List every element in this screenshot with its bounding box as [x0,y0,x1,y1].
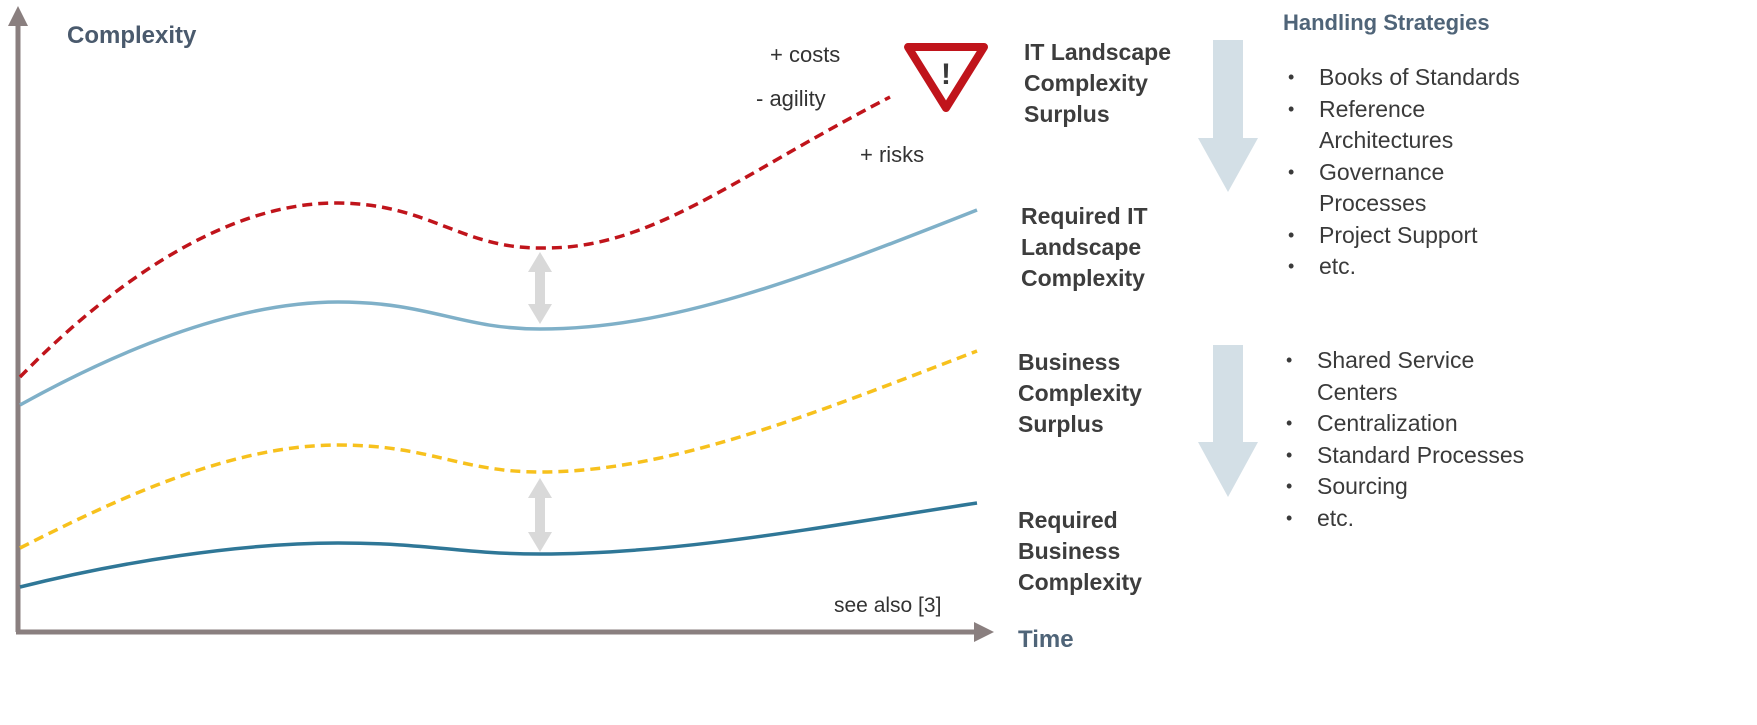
agility-annotation: - agility [756,86,826,111]
it-required-label: Required IT Landscape Complexity [1021,203,1148,291]
risks-annotation: + risks [860,142,925,167]
it-strategies-list: Books of Standards Reference Architectur… [1284,62,1554,283]
business-required-label: Required Business Complexity [1018,507,1142,595]
business-strategies-list: Shared Service Centers Centralization St… [1282,345,1582,534]
it-strategy-arrow [1198,40,1258,192]
y-axis-arrowhead [8,6,28,26]
list-item: etc. [1284,251,1554,283]
list-item: Standard Processes [1282,440,1582,472]
list-item: Shared Service Centers [1282,345,1507,408]
x-axis-arrowhead [974,622,994,642]
list-item: Project Support [1284,220,1554,252]
business-surplus-curve [19,349,978,550]
list-item: Governance Processes [1284,157,1479,220]
x-axis-label: Time [1018,626,1074,653]
it-gap-arrow [528,252,552,324]
list-item: etc. [1282,503,1582,535]
costs-annotation: + costs [770,42,841,67]
it-surplus-label: IT Landscape Complexity Surplus [1024,39,1171,127]
list-item: Books of Standards [1284,62,1554,94]
warning-icon: ! [904,43,988,112]
it-required-curve [19,208,978,407]
it-surplus-curve [18,95,891,379]
strategies-title: Handling Strategies [1283,10,1490,35]
reference-note: see also [3] [834,594,942,617]
business-required-curve [19,501,978,589]
business-surplus-label: Business Complexity Surplus [1018,349,1142,437]
list-item: Centralization [1282,408,1582,440]
y-axis-label: Complexity [67,22,197,49]
warning-mark: ! [941,58,951,91]
business-gap-arrow [528,478,552,552]
list-item: Sourcing [1282,471,1582,503]
list-item: Reference Architectures [1284,94,1479,157]
business-strategy-arrow [1198,345,1258,497]
